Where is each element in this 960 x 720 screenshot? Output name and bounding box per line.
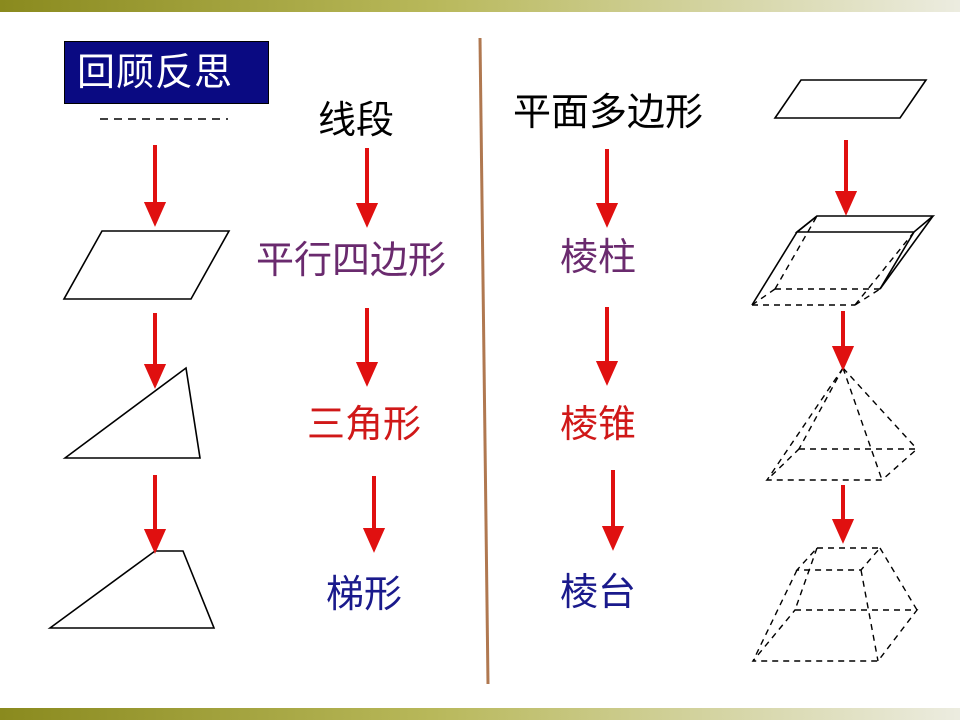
arrow-right-1 [834, 140, 858, 216]
arrow-right-2 [831, 311, 855, 371]
frustum-shape [751, 547, 919, 662]
parallelogram-shape [62, 230, 231, 300]
pyramid-shape [765, 367, 919, 481]
title-box: 回顾反思 [64, 41, 269, 104]
arrow-right-3 [831, 485, 855, 544]
label-triangle: 三角形 [307, 402, 422, 446]
label-trapezoid: 梯形 [326, 572, 403, 616]
label-pyramid: 棱锥 [560, 402, 637, 446]
arrow-solid-2 [595, 307, 619, 386]
label-prism: 棱柱 [560, 235, 637, 279]
plane-polygon-shape [773, 79, 928, 119]
triangle-shape [62, 366, 201, 459]
arrow-left-1 [143, 145, 167, 227]
arrow-solid-3 [601, 470, 625, 551]
arrow-mid-3 [362, 476, 386, 553]
arrow-mid-1 [355, 148, 379, 228]
bottom-decor-bar [0, 708, 960, 720]
prism-shape [751, 215, 936, 306]
trapezoid-shape [47, 550, 216, 629]
label-frustum: 棱台 [560, 570, 637, 614]
label-plane-polygon: 平面多边形 [513, 90, 704, 134]
arrow-solid-1 [595, 149, 619, 228]
arrows [143, 140, 858, 554]
prism-hidden-edges [751, 215, 915, 306]
arrow-left-3 [143, 475, 167, 554]
arrow-mid-2 [355, 308, 379, 387]
arrow-left-2 [143, 313, 167, 389]
top-decor-bar [0, 0, 960, 12]
label-parallelogram: 平行四边形 [256, 238, 447, 282]
page-title: 回顾反思 [77, 50, 234, 94]
label-line-segment: 线段 [318, 98, 395, 142]
center-divider [478, 37, 490, 685]
